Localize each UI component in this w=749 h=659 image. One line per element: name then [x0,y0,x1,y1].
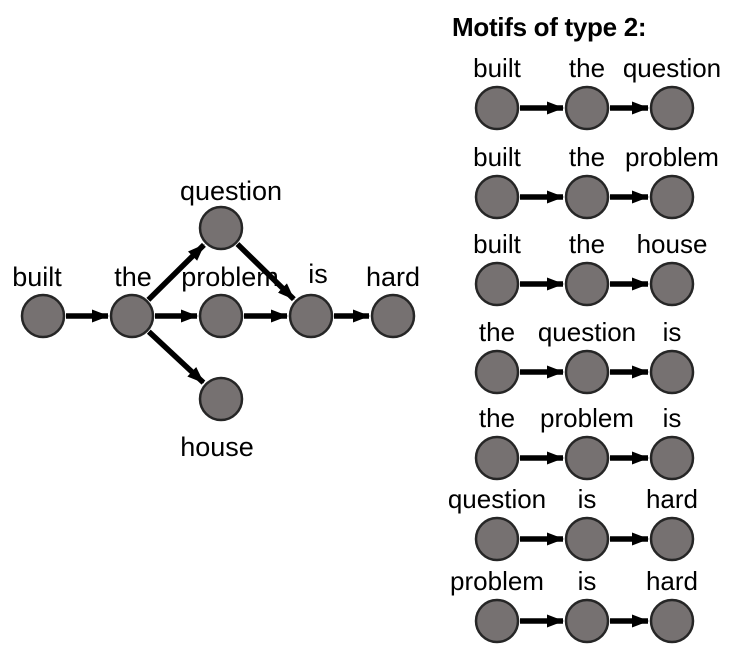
motif-row-4-label-question: question [538,317,636,347]
motif-row-2-label-the: the [569,142,605,172]
graph-edge-the-house [146,329,206,385]
motif-row-2-label-built: built [473,142,521,172]
motif-row-6-node-question [474,516,520,562]
motif-row-3-label-the: the [569,229,605,259]
graph-node-label-house: house [180,432,254,462]
motif-row-6-label-hard: hard [646,484,698,514]
motif-row-2-node-built [474,174,520,220]
motif-row-7-node-hard [649,598,695,644]
motif-row-1-node-question [649,85,695,131]
graph-node-house [198,376,244,422]
motifs-title: Motifs of type 2: [452,12,647,42]
graph-node-label-the: the [114,262,152,292]
motif-row-4-node-is [649,349,695,395]
motif-row-1-node-built [474,85,520,131]
motif-row-7-node-problem [474,598,520,644]
graph-node-label-question: question [180,176,282,206]
motif-row-3-label-built: built [473,229,521,259]
graph-edge-the-question [146,242,206,302]
graph-node-the [109,293,155,339]
motif-row-5-node-the [474,435,520,481]
graph-node-question [198,205,244,251]
motif-row-6-node-hard [649,516,695,562]
motif-row-4-label-is: is [663,317,682,347]
motif-row-1-label-the: the [569,53,605,83]
motif-row-1-node-the [564,85,610,131]
motif-row-2-label-problem: problem [625,142,719,172]
graph-node-built [20,293,66,339]
graph-node-label-problem: problem [181,262,279,292]
motif-row-2-node-problem [649,174,695,220]
graph-node-label-is: is [308,259,328,289]
motif-row-6-label-question: question [448,484,546,514]
motif-row-5-label-the: the [479,403,515,433]
motif-row-1-label-built: built [473,53,521,83]
motif-row-4-node-the [474,349,520,395]
motif-row-7-label-problem: problem [450,566,544,596]
motif-row-3-node-the [564,261,610,307]
motif-row-2-node-the [564,174,610,220]
graph-node-problem [198,293,244,339]
graph-node-label-built: built [12,262,62,292]
motif-row-5-label-problem: problem [540,403,634,433]
motif-row-6-node-is [564,516,610,562]
motif-row-6-label-is: is [578,484,597,514]
motif-row-7-node-is [564,598,610,644]
motif-row-7-label-hard: hard [646,566,698,596]
motif-row-7-label-is: is [578,566,597,596]
motif-row-3-node-built [474,261,520,307]
motif-row-5-node-problem [564,435,610,481]
graph-node-label-hard: hard [366,262,420,292]
graph-node-is [288,293,334,339]
motif-row-5-node-is [649,435,695,481]
motif-row-3-node-house [649,261,695,307]
motif-row-3-label-house: house [637,229,708,259]
motif-row-5-label-is: is [663,403,682,433]
graph-node-hard [370,293,416,339]
graph-edge-question-is [235,242,296,302]
motif-row-4-node-question [564,349,610,395]
motif-row-1-label-question: question [623,53,721,83]
motif-row-4-label-the: the [479,317,515,347]
